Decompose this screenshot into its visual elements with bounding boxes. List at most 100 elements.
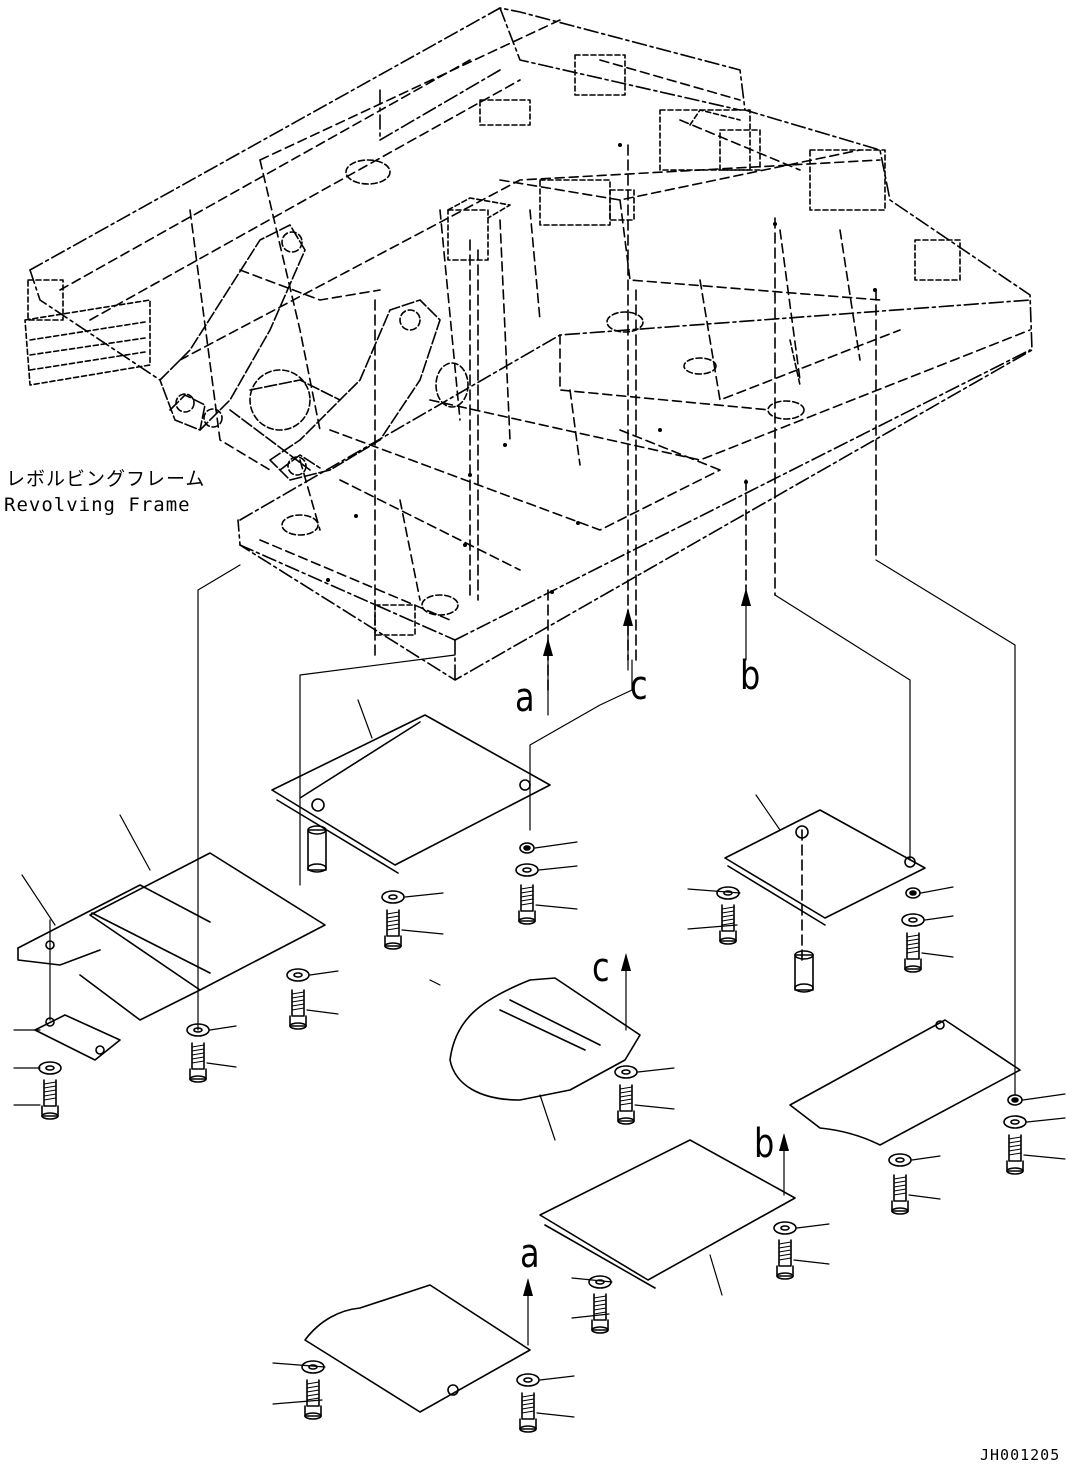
leader-line [1022, 1093, 1066, 1101]
bolt-thread [619, 1094, 633, 1098]
bolt-head-base [289, 1022, 307, 1030]
bolt-thread [893, 1176, 907, 1180]
bolt-head-base [41, 1112, 59, 1120]
bolt-thread [619, 1102, 633, 1106]
bolt-thread [906, 942, 920, 946]
bolt-thread [521, 1402, 535, 1406]
bolt-thread [721, 906, 735, 910]
revolving-frame [24, 7, 1033, 681]
bolt-thread [520, 886, 534, 890]
bolt-thread [778, 1249, 792, 1253]
bolt-thread [893, 1188, 907, 1192]
bolt-thread [778, 1257, 792, 1261]
leader-line [634, 1104, 675, 1110]
bolt-shank [593, 1293, 607, 1321]
bolt-head [617, 1110, 635, 1122]
ref-letter-a-lower: a [520, 1231, 540, 1277]
bolt-thread [778, 1245, 792, 1249]
bolt-thread [386, 915, 400, 919]
bolt-head [189, 1068, 207, 1080]
bolt-thread [291, 991, 305, 995]
bolt-thread [521, 1406, 535, 1410]
washer-hole [45, 1065, 55, 1071]
bolt-shank [191, 1042, 205, 1070]
bolt-thread [43, 1081, 57, 1085]
bolt-thread [521, 1410, 535, 1414]
bolt-shank [619, 1084, 633, 1112]
bolt-thread [43, 1089, 57, 1093]
nut [905, 887, 921, 899]
leader-line [272, 1362, 326, 1368]
bolt-thread [593, 1311, 607, 1315]
bolt-thread [291, 995, 305, 999]
washer-hole [293, 972, 303, 978]
bolt-thread [43, 1097, 57, 1101]
leader-line [793, 1259, 830, 1265]
bolt-thread [906, 946, 920, 950]
bolt-thread [191, 1048, 205, 1052]
washer-hole [388, 894, 398, 900]
bolt-thread [191, 1044, 205, 1048]
leader-line [309, 970, 339, 976]
bolt-thread [43, 1093, 57, 1097]
bolts-and-washers [38, 841, 1066, 1433]
bolt-head [519, 1418, 537, 1430]
bolt-thread [386, 919, 400, 923]
washer-hole [895, 1157, 905, 1163]
bolt-thread [619, 1098, 633, 1102]
bolt-thread [893, 1184, 907, 1188]
bolt-thread [43, 1085, 57, 1089]
bolt-head-base [591, 1326, 609, 1334]
bolt-thread [893, 1180, 907, 1184]
bolt-thread [306, 1381, 320, 1385]
bolt-thread [1008, 1144, 1022, 1148]
nut [519, 842, 535, 854]
bolt-thread [619, 1090, 633, 1094]
bolt-thread [191, 1056, 205, 1060]
leader-line [920, 886, 954, 894]
leader-line [535, 904, 578, 910]
washer [186, 1023, 210, 1037]
bolt-shank [906, 932, 920, 960]
leader-line [536, 1412, 575, 1418]
bolt-head [41, 1105, 59, 1117]
bolt-thread [520, 890, 534, 894]
leader-line [924, 915, 954, 921]
frame-label-japanese: レボルビングフレーム [6, 468, 206, 490]
bolt-shank [521, 1392, 535, 1420]
bolt-thread [306, 1397, 320, 1401]
washer [38, 1061, 62, 1075]
bolt-thread [778, 1253, 792, 1257]
bolt-shank [520, 884, 534, 912]
bolt-thread [1008, 1152, 1022, 1156]
bolt-thread [386, 927, 400, 931]
leader-line [687, 888, 741, 894]
bolt-thread [520, 894, 534, 898]
bolt-thread [593, 1307, 607, 1311]
arrow-heads [523, 588, 789, 1296]
bolt-head-base [904, 965, 922, 973]
washer [286, 968, 310, 982]
bolt-head-base [719, 937, 737, 945]
bolt-thread [1008, 1140, 1022, 1144]
leader-line [538, 865, 578, 871]
bolt-thread [619, 1086, 633, 1090]
nut-hole [1011, 1097, 1019, 1103]
washer-hole [523, 1377, 533, 1383]
washer [381, 890, 405, 904]
leader-line [921, 952, 954, 958]
leader-line [209, 1025, 237, 1031]
bolt-thread [906, 938, 920, 942]
nut-hole [523, 845, 531, 851]
bolt-shank [778, 1239, 792, 1267]
bolt-thread [906, 934, 920, 938]
bolt-shank [291, 989, 305, 1017]
frame-label-english: Revolving Frame [4, 494, 191, 516]
bolt-thread [386, 923, 400, 927]
leader-line [1026, 1117, 1066, 1123]
washer-hole [308, 1364, 318, 1370]
bolt-head [304, 1405, 322, 1417]
bolt-thread [520, 902, 534, 906]
washer-hole [522, 867, 532, 873]
washer-hole [908, 917, 918, 923]
